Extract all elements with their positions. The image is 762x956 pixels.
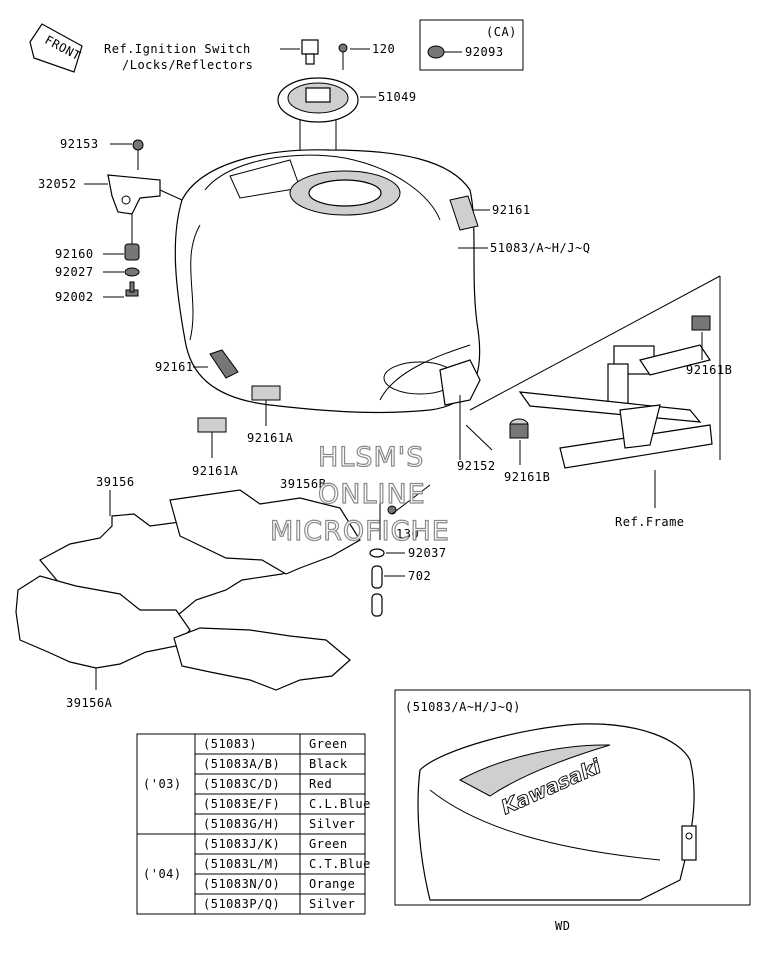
tube-702-icon <box>371 565 383 617</box>
year-04-label: ('04) <box>143 867 182 881</box>
bracket-32052-icon <box>107 174 161 215</box>
table-row-color: C.L.Blue <box>309 797 371 811</box>
damper-92160-icon <box>124 243 140 261</box>
part-120-label: 120 <box>372 42 395 56</box>
ca-label: (CA) <box>486 25 517 39</box>
table-row-color: Silver <box>309 817 355 831</box>
part-92161A-right-label: 92161A <box>247 431 294 445</box>
mat-39156B-icon <box>169 489 361 575</box>
part-51049-label: 51049 <box>378 90 417 104</box>
part-92037-label: 92037 <box>408 546 447 560</box>
inset-title: (51083/A~H/J~Q) <box>405 700 521 714</box>
part-92161B-top-label: 92161B <box>686 363 732 377</box>
color-table: ('03) ('04) (51083) Green (51083A/B) Bla… <box>136 733 371 915</box>
part-51083-label: 51083/A~H/J~Q <box>490 241 590 255</box>
table-row-color: Orange <box>309 877 355 891</box>
collar-92027-icon <box>124 267 140 277</box>
part-92002-label: 92002 <box>55 290 94 304</box>
table-row-code: (51083E/F) <box>203 797 280 811</box>
pad-92161A-left-icon <box>197 417 227 433</box>
damper-92161B-top-icon <box>691 315 711 331</box>
pin-92152-icon <box>465 424 493 451</box>
part-92027-label: 92027 <box>55 265 94 279</box>
washer-92037-icon <box>369 548 385 558</box>
damper-92161B-bot-icon <box>509 418 529 439</box>
part-92161-top-label: 92161 <box>492 203 531 217</box>
inset-box: (51083/A~H/J~Q) Kawasaki <box>394 689 751 906</box>
part-92093-label: 92093 <box>465 45 504 59</box>
part-92161B-bot-label: 92161B <box>504 470 550 484</box>
bolt-92153-icon <box>132 139 144 151</box>
table-row-code: (51083P/Q) <box>203 897 280 911</box>
part-92161-mid-label: 92161 <box>155 360 194 374</box>
table-row-code: (51083J/K) <box>203 837 280 851</box>
front-arrow-icon: FRONT <box>29 23 83 73</box>
table-row-color: Silver <box>309 897 355 911</box>
pad-92161A-right-icon <box>251 385 281 401</box>
bolt-92002-icon <box>125 281 139 297</box>
watermark-line-3: MICROFICHE <box>270 516 450 547</box>
part-92161A-left-label: 92161A <box>192 464 239 478</box>
part-92152-label: 92152 <box>457 459 496 473</box>
ignition-part-icon <box>301 39 319 65</box>
part-702-label: 702 <box>408 569 431 583</box>
part-32052-label: 32052 <box>38 177 77 191</box>
table-row-color: Black <box>309 757 348 771</box>
mat-39156A-icon <box>15 575 351 691</box>
part-92153-label: 92153 <box>60 137 99 151</box>
table-row-code: (51083G/H) <box>203 817 280 831</box>
watermark-line-2: ONLINE <box>318 479 426 510</box>
ca-box: (CA) 92093 <box>419 19 524 71</box>
part-39156B-label: 39156B <box>280 477 326 491</box>
watermark-line-1: HLSM'S <box>318 442 424 473</box>
frame-reference-icon <box>439 275 721 469</box>
pad-92161-mid-icon <box>209 349 239 379</box>
table-row-code: (51083L/M) <box>203 857 280 871</box>
part-39156A-label: 39156A <box>66 696 113 710</box>
table-row-color: C.T.Blue <box>309 857 371 871</box>
year-03-label: ('03) <box>143 777 182 791</box>
table-row-color: Green <box>309 837 348 851</box>
tank-side-view-icon <box>417 723 697 901</box>
footer-code: WD <box>555 919 570 933</box>
ref-ignition-label-1: Ref.Ignition Switch <box>104 42 251 56</box>
table-row-code: (51083N/O) <box>203 877 280 891</box>
table-row-code: (51083C/D) <box>203 777 280 791</box>
table-row-color: Red <box>309 777 332 791</box>
ref-ignition-label-2: /Locks/Reflectors <box>122 58 253 72</box>
ref-frame-label: Ref.Frame <box>615 515 685 529</box>
part-92160-label: 92160 <box>55 247 94 261</box>
pad-92161-top-icon <box>449 195 479 231</box>
part-39156-label: 39156 <box>96 475 135 489</box>
table-row-code: (51083A/B) <box>203 757 280 771</box>
table-row-color: Green <box>309 737 348 751</box>
part-130-label: 130 <box>396 527 419 541</box>
table-row-code: (51083) <box>203 737 257 751</box>
bolt-120-icon <box>338 43 348 70</box>
fuel-cap-icon <box>277 77 359 180</box>
fuel-tank-icon <box>174 149 481 414</box>
